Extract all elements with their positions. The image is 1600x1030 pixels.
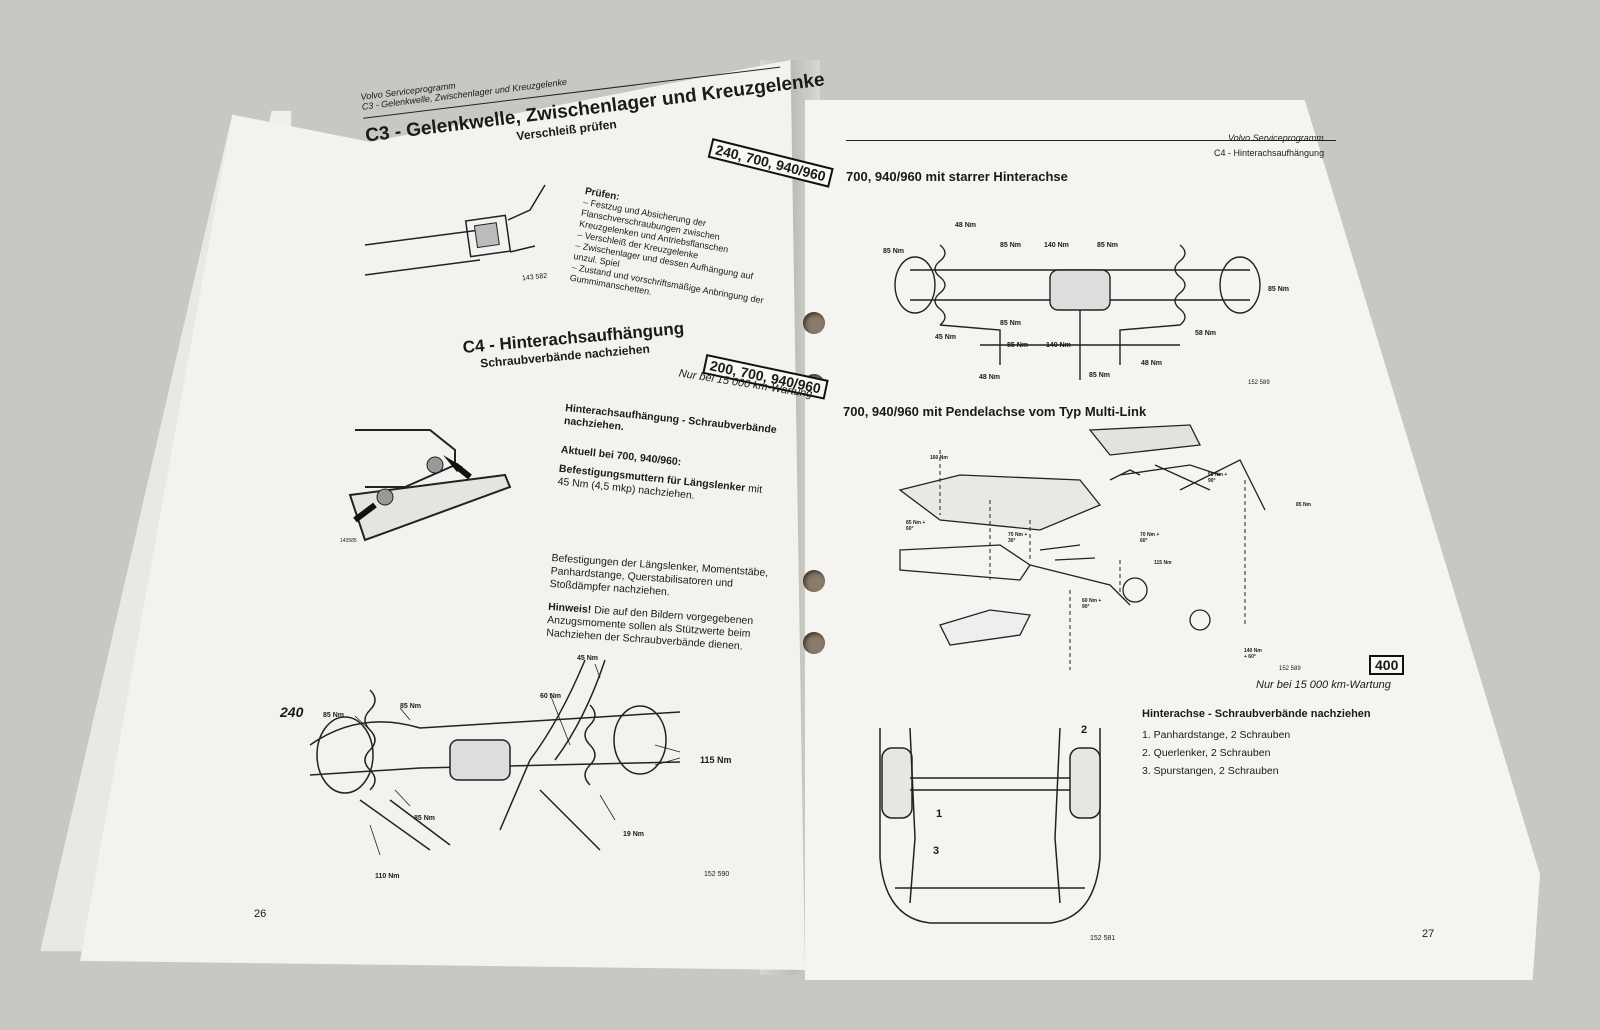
right-running-subheader: C4 - Hinterachsaufhängung xyxy=(1214,148,1325,158)
rear-axle-figure-number: 152 581 xyxy=(1090,935,1116,942)
torque-label: 48 Nm xyxy=(955,222,977,229)
multilink-exploded-diagram xyxy=(898,424,1266,670)
binder-hole xyxy=(803,632,825,654)
rear-axle-top-view xyxy=(879,727,1101,924)
torque-label: 140 Nm xyxy=(1044,242,1069,249)
torque-label: 115 Nm xyxy=(1154,560,1172,566)
torque-label: 70 Nm + 60° xyxy=(1140,532,1160,544)
torque-label: 110 Nm xyxy=(375,873,400,880)
callout-2: 2 xyxy=(1081,724,1088,736)
torque-label: 85 Nm xyxy=(400,703,422,710)
torque-label: 85 Nm xyxy=(1296,502,1312,508)
c4-trailing-arm-figure xyxy=(348,429,512,542)
torque-label: 85 Nm xyxy=(1000,320,1022,327)
c4-general-text: Befestigungen der Längslenker, Momentstä… xyxy=(546,552,787,656)
diagram-240-rear-axle xyxy=(309,659,681,856)
torque-label: 85 Nm xyxy=(1000,242,1022,249)
diagram-240-figure-number: 152 590 xyxy=(704,871,730,878)
binder-hole xyxy=(803,312,825,334)
multilink-title: 700, 940/960 mit Pendelachse vom Typ Mul… xyxy=(843,404,1147,419)
rear-axle-item: 1. Panhardstange, 2 Schrauben xyxy=(1142,729,1291,741)
torque-label: 85 Nm xyxy=(1007,342,1029,349)
torque-label: 55 Nm + 90° xyxy=(1208,472,1228,484)
callout-1: 1 xyxy=(936,808,943,820)
torque-label: 85 Nm xyxy=(1097,242,1119,249)
torque-label: 85 Nm xyxy=(1089,372,1111,379)
torque-label: 85 Nm xyxy=(414,815,436,822)
rear-axle-item: 2. Querlenker, 2 Schrauben xyxy=(1142,747,1271,759)
rear-axle-item: 3. Spurstangen, 2 Schrauben xyxy=(1142,765,1279,777)
rear-axle-instructions: Hinterachse - Schraubverbände nachziehen… xyxy=(1142,708,1442,780)
rigid-axle-diagram xyxy=(894,244,1261,380)
torque-label: 85 Nm xyxy=(883,248,905,255)
torque-label: 60 Nm + 90° xyxy=(1082,598,1102,610)
torque-label: 48 Nm xyxy=(979,374,1001,381)
torque-label: 45 Nm xyxy=(935,334,957,341)
torque-label: 140 Nm + 60° xyxy=(1244,648,1262,660)
torque-label: 160 Nm xyxy=(930,455,948,461)
torque-label: 48 Nm xyxy=(1141,360,1163,367)
c3-driveshaft-figure xyxy=(364,184,546,276)
torque-label: 85 Nm xyxy=(323,712,345,719)
torque-label: 85 Nm + 60° xyxy=(906,520,926,532)
torque-label: 140 Nm xyxy=(1046,342,1071,349)
torque-label: 70 Nm + 30° xyxy=(1008,532,1028,544)
torque-label: 19 Nm xyxy=(623,831,645,838)
diagram-240-model-label: 240 xyxy=(280,704,304,720)
rigid-axle-figure-number: 152 589 xyxy=(1248,380,1270,386)
torque-label: 85 Nm xyxy=(1268,286,1290,293)
left-page-number: 26 xyxy=(254,908,267,920)
multilink-models-box: 400 xyxy=(1369,655,1405,675)
torque-label: 60 Nm xyxy=(540,693,562,700)
rigid-axle-title: 700, 940/960 mit starrer Hinterachse xyxy=(846,169,1068,184)
callout-3: 3 xyxy=(933,845,940,857)
c4-small-figure-id: 143585 xyxy=(340,538,357,544)
torque-label: 45 Nm xyxy=(577,655,599,662)
binder-hole xyxy=(803,570,825,592)
multilink-interval-note: Nur bei 15 000 km-Wartung xyxy=(1256,679,1391,691)
torque-label: 58 Nm xyxy=(1195,330,1217,337)
right-header-rule xyxy=(846,140,1336,141)
right-running-header: Volvo Serviceprogramm xyxy=(1228,133,1324,143)
rear-axle-heading: Hinterachse - Schraubverbände nachziehen xyxy=(1142,708,1371,720)
multilink-figure-number: 152 589 xyxy=(1279,666,1301,672)
torque-label: 115 Nm xyxy=(700,755,732,765)
right-page-number: 27 xyxy=(1422,928,1435,940)
